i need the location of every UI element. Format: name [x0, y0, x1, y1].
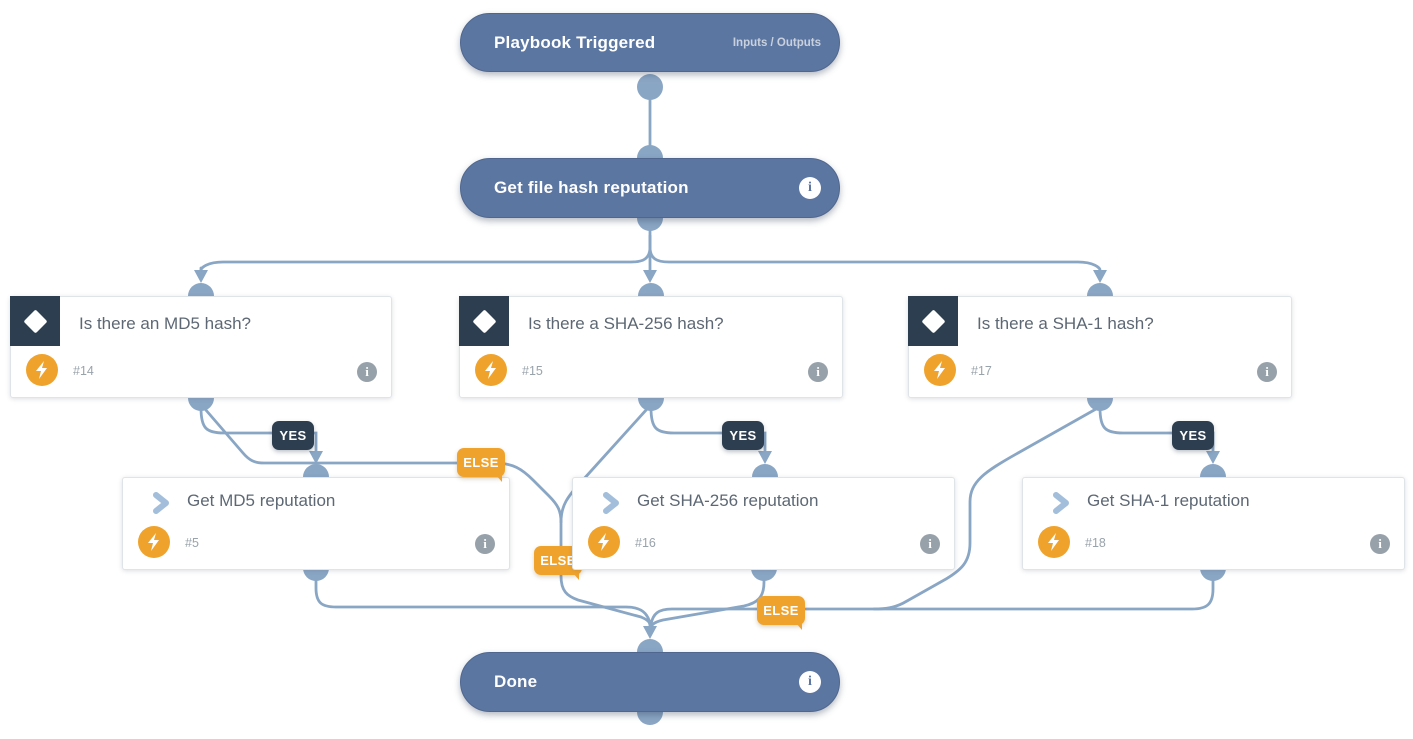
task-id: #5 [185, 536, 199, 550]
info-icon[interactable]: i [920, 534, 940, 554]
yes-badge-sha1: YES [1172, 421, 1214, 450]
yes-badge-label: YES [729, 428, 757, 443]
condition-diamond-icon [459, 296, 509, 346]
node-done[interactable]: Done i [460, 652, 840, 712]
node-title: Playbook Triggered [494, 32, 656, 52]
info-icon[interactable]: i [357, 362, 377, 382]
inputs-outputs-link[interactable]: Inputs / Outputs [732, 36, 821, 49]
arrowhead [194, 270, 208, 283]
else-badge-label: ELSE [763, 603, 799, 618]
node-title: Get MD5 reputation [187, 491, 336, 510]
arrowhead [758, 451, 772, 464]
edge [648, 234, 1102, 272]
task-id: #15 [522, 364, 543, 378]
yes-badge-label: YES [1179, 428, 1207, 443]
info-icon[interactable]: i [475, 534, 495, 554]
yes-badge-md5: YES [272, 421, 314, 450]
chevron-right-icon [151, 492, 171, 514]
badge-tail [496, 475, 502, 482]
yes-badge-sha256: YES [722, 421, 764, 450]
lightning-icon [138, 526, 170, 558]
task-id: #16 [635, 536, 656, 550]
task-id: #18 [1085, 536, 1106, 550]
edge [203, 407, 563, 524]
lightning-icon [924, 354, 956, 386]
arrowhead [309, 451, 323, 464]
info-icon[interactable]: i [1370, 534, 1390, 554]
node-title: Get SHA-1 reputation [1087, 491, 1250, 510]
node-playbook-triggered[interactable]: Playbook Triggered Inputs / Outputs [460, 13, 840, 72]
node-title: Is there a SHA-1 hash? [977, 314, 1154, 333]
edge [314, 566, 652, 626]
node-title: Is there a SHA-256 hash? [528, 314, 724, 333]
edge [649, 566, 766, 629]
node-title: Get file hash reputation [494, 178, 689, 197]
chevron-right-icon [1051, 492, 1071, 514]
node-task-get-md5-reputation[interactable]: Get MD5 reputation #5 i [122, 477, 510, 570]
lightning-icon [588, 526, 620, 558]
node-title: Get SHA-256 reputation [637, 491, 819, 510]
edge [649, 406, 767, 454]
node-task-get-sha1-reputation[interactable]: Get SHA-1 reputation #18 i [1022, 477, 1405, 570]
node-cond-sha1[interactable]: Is there a SHA-1 hash? #17 i [908, 296, 1292, 398]
arrowhead [1093, 270, 1107, 283]
else-badge-label: ELSE [540, 553, 576, 568]
node-get-file-hash-reputation[interactable]: Get file hash reputation i [460, 158, 840, 218]
badge-tail [573, 573, 579, 580]
edge [199, 234, 652, 272]
edge [1098, 406, 1215, 454]
lightning-icon [26, 354, 58, 386]
task-id: #14 [73, 364, 94, 378]
edge [649, 566, 1215, 626]
info-icon[interactable]: i [799, 177, 821, 199]
condition-diamond-icon [10, 296, 60, 346]
info-icon[interactable]: i [808, 362, 828, 382]
lightning-icon [1038, 526, 1070, 558]
arrowhead [643, 626, 657, 639]
lightning-icon [475, 354, 507, 386]
chevron-right-icon [601, 492, 621, 514]
badge-tail [796, 623, 802, 630]
node-title: Is there an MD5 hash? [79, 314, 251, 333]
arrowhead [643, 270, 657, 283]
node-cond-sha256[interactable]: Is there a SHA-256 hash? #15 i [459, 296, 843, 398]
else-badge-md5: ELSE [457, 448, 505, 482]
yes-badge-label: YES [279, 428, 307, 443]
else-badge-sha1: ELSE [757, 596, 805, 630]
task-id: #17 [971, 364, 992, 378]
else-badge-label: ELSE [463, 455, 499, 470]
info-icon[interactable]: i [1257, 362, 1277, 382]
node-task-get-sha256-reputation[interactable]: Get SHA-256 reputation #16 i [572, 477, 955, 570]
connector-dot[interactable] [637, 74, 663, 100]
node-cond-md5[interactable]: Is there an MD5 hash? #14 i [10, 296, 392, 398]
info-icon[interactable]: i [799, 671, 821, 693]
condition-diamond-icon [908, 296, 958, 346]
edge [872, 407, 1098, 611]
node-title: Done [494, 672, 538, 691]
arrowhead [1206, 451, 1220, 464]
